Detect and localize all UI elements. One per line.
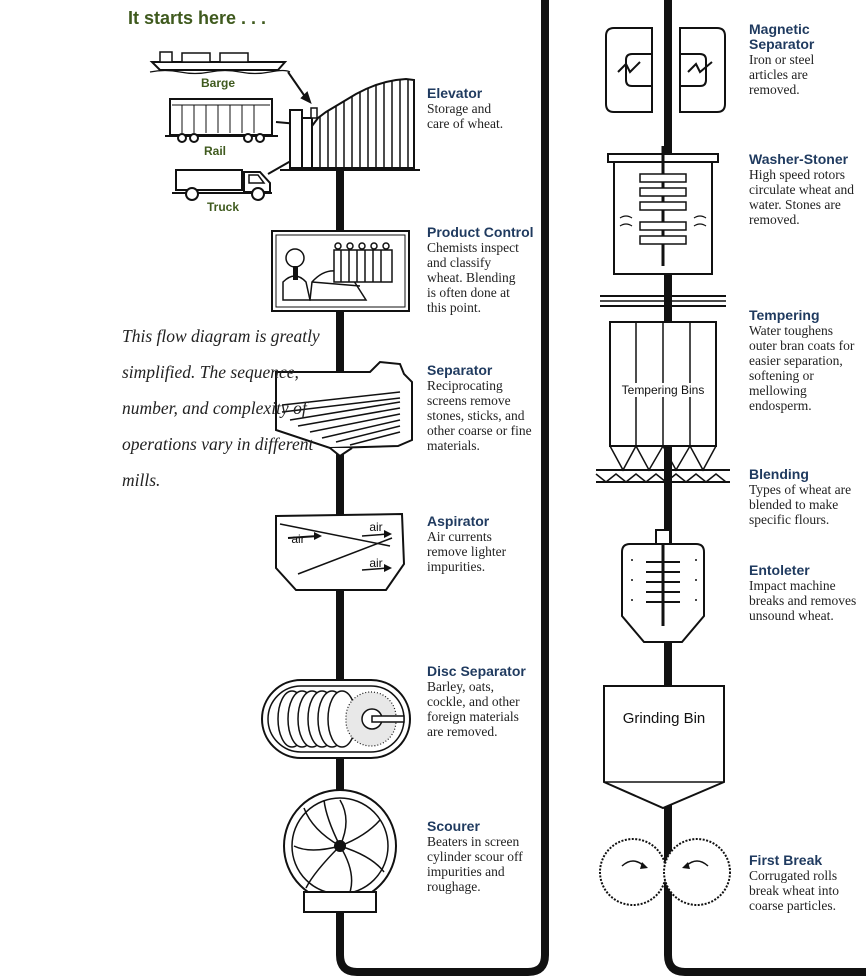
step-magnetic-separator: Magnetic Separator Iron or steel article… bbox=[749, 21, 859, 98]
step-elevator: Elevator Storage and care of wheat. bbox=[427, 85, 537, 132]
step-desc: Chemists inspect and classify wheat. Ble… bbox=[427, 240, 519, 315]
step-title: Aspirator bbox=[427, 513, 490, 529]
tempering-bins-label: Tempering Bins bbox=[612, 383, 714, 397]
separator-icon bbox=[275, 360, 413, 458]
entoleter-icon bbox=[621, 529, 705, 643]
step-title: Entoleter bbox=[749, 562, 810, 578]
step-title: Magnetic Separator bbox=[749, 21, 815, 52]
step-desc: Barley, oats, cockle, and other foreign … bbox=[427, 679, 520, 739]
start-title: It starts here . . . bbox=[128, 8, 267, 28]
step-product-control: Product Control Chemists inspect and cla… bbox=[427, 224, 542, 316]
step-desc: High speed rotors circulate wheat and wa… bbox=[749, 167, 854, 227]
product-control-icon bbox=[271, 230, 410, 312]
step-desc: Iron or steel articles are removed. bbox=[749, 52, 815, 97]
elevator-icon bbox=[280, 77, 420, 171]
step-first-break: First Break Corrugated rolls break wheat… bbox=[749, 852, 864, 914]
step-desc: Water toughens outer bran coats for easi… bbox=[749, 323, 855, 413]
step-scourer: Scourer Beaters in screen cylinder scour… bbox=[427, 818, 542, 895]
aspirator-air-label-2: air bbox=[369, 520, 383, 534]
barge-label: Barge bbox=[200, 76, 235, 90]
step-title: Blending bbox=[749, 466, 809, 482]
step-title: Elevator bbox=[427, 85, 483, 101]
aspirator-air-label-3: air bbox=[369, 556, 383, 570]
step-title: Washer-Stoner bbox=[749, 151, 849, 167]
aspirator-air-label-1: air bbox=[291, 532, 305, 546]
magnetic-separator-icon bbox=[605, 27, 726, 113]
step-desc: Beaters in screen cylinder scour off imp… bbox=[427, 834, 523, 894]
step-entoleter: Entoleter Impact machine breaks and remo… bbox=[749, 562, 864, 624]
step-desc: Impact machine breaks and removes unsoun… bbox=[749, 578, 857, 623]
step-title: Separator bbox=[427, 362, 493, 378]
step-title: Tempering bbox=[749, 307, 820, 323]
simplification-note: This flow diagram is greatly simplified.… bbox=[122, 326, 320, 490]
step-washer-stoner: Washer-Stoner High speed rotors circulat… bbox=[749, 151, 864, 228]
disc-separator-icon bbox=[261, 679, 411, 759]
flow-pipe bbox=[336, 0, 549, 976]
truck-label: Truck bbox=[206, 200, 239, 214]
step-desc: Types of wheat are blended to make speci… bbox=[749, 482, 852, 527]
barge-icon bbox=[149, 51, 291, 75]
step-aspirator: Aspirator Air currents remove lighter im… bbox=[427, 513, 537, 575]
step-desc: Reciprocating screens remove stones, sti… bbox=[427, 378, 532, 453]
grinding-bin-icon bbox=[603, 685, 725, 810]
truck-icon bbox=[172, 169, 272, 201]
rail-car-icon bbox=[165, 98, 278, 143]
step-desc: Corrugated rolls break wheat into coarse… bbox=[749, 868, 839, 913]
step-title: First Break bbox=[749, 852, 823, 868]
washer-stoner-icon bbox=[607, 146, 719, 275]
step-separator: Separator Reciprocating screens remove s… bbox=[427, 362, 542, 454]
rail-label: Rail bbox=[203, 144, 226, 158]
step-title: Disc Separator bbox=[427, 663, 526, 679]
step-tempering: Tempering Water toughens outer bran coat… bbox=[749, 307, 864, 414]
aspirator-icon bbox=[275, 512, 406, 591]
flow-pipe-right bbox=[664, 0, 866, 976]
step-blending: Blending Types of wheat are blended to m… bbox=[749, 466, 866, 528]
step-title: Scourer bbox=[427, 818, 480, 834]
step-desc: Air currents remove lighter impurities. bbox=[427, 529, 507, 574]
first-break-rolls-icon bbox=[599, 838, 731, 906]
step-desc: Storage and care of wheat. bbox=[427, 101, 504, 131]
step-title: Product Control bbox=[427, 224, 534, 240]
step-disc-separator: Disc Separator Barley, oats, cockle, and… bbox=[427, 663, 542, 740]
grinding-bin-label: Grinding Bin bbox=[622, 710, 706, 727]
scourer-icon bbox=[283, 789, 397, 913]
